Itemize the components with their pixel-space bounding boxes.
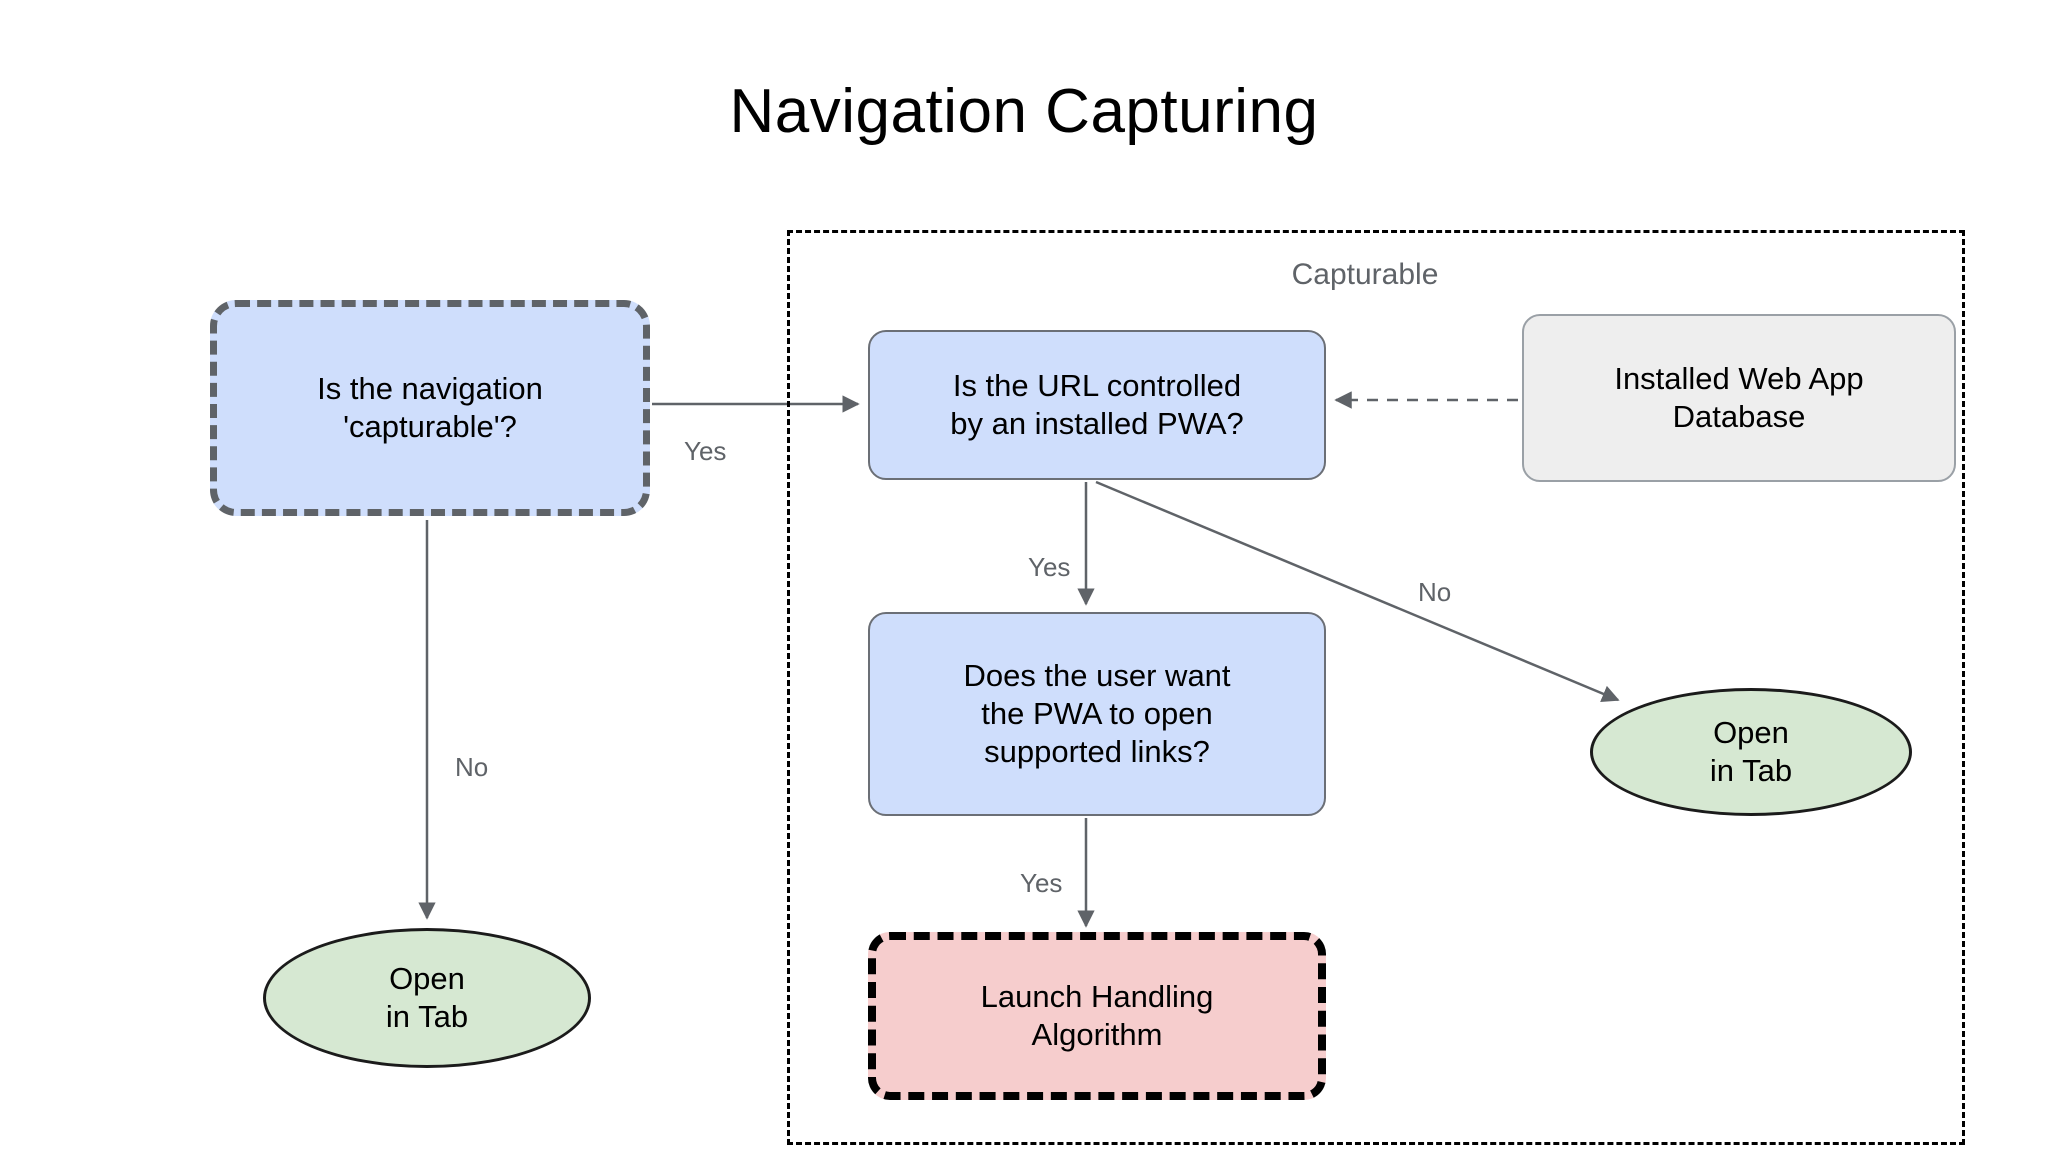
edge-url-to-open-in-tab-right xyxy=(1095,480,1620,703)
page-title: Navigation Capturing xyxy=(729,77,1319,146)
capturable-group-container xyxy=(787,230,1965,1145)
node-is-url-controlled[interactable]: Is the URL controlled by an installed PW… xyxy=(868,330,1326,480)
node-does-user-want-pwa[interactable]: Does the user want the PWA to open suppo… xyxy=(868,612,1326,816)
edge-label-no-url-to-tab: No xyxy=(1418,577,1452,607)
edge-label-yes-url-to-user-want: Yes xyxy=(1028,552,1071,582)
edge-label-yes-capturable-to-url: Yes xyxy=(684,436,727,466)
edge-label-yes-user-want-to-launch: Yes xyxy=(1020,868,1063,898)
node-launch-handling-algorithm[interactable]: Launch Handling Algorithm xyxy=(868,932,1326,1100)
edge-label-no-capturable-to-tab: No xyxy=(455,752,489,782)
capturable-group-label: Capturable xyxy=(1291,258,1439,291)
node-is-navigation-capturable[interactable]: Is the navigation 'capturable'? xyxy=(210,300,650,516)
node-installed-web-app-database[interactable]: Installed Web App Database xyxy=(1522,314,1956,482)
node-open-in-tab-left[interactable]: Open in Tab xyxy=(263,928,591,1068)
node-open-in-tab-right[interactable]: Open in Tab xyxy=(1590,688,1912,816)
